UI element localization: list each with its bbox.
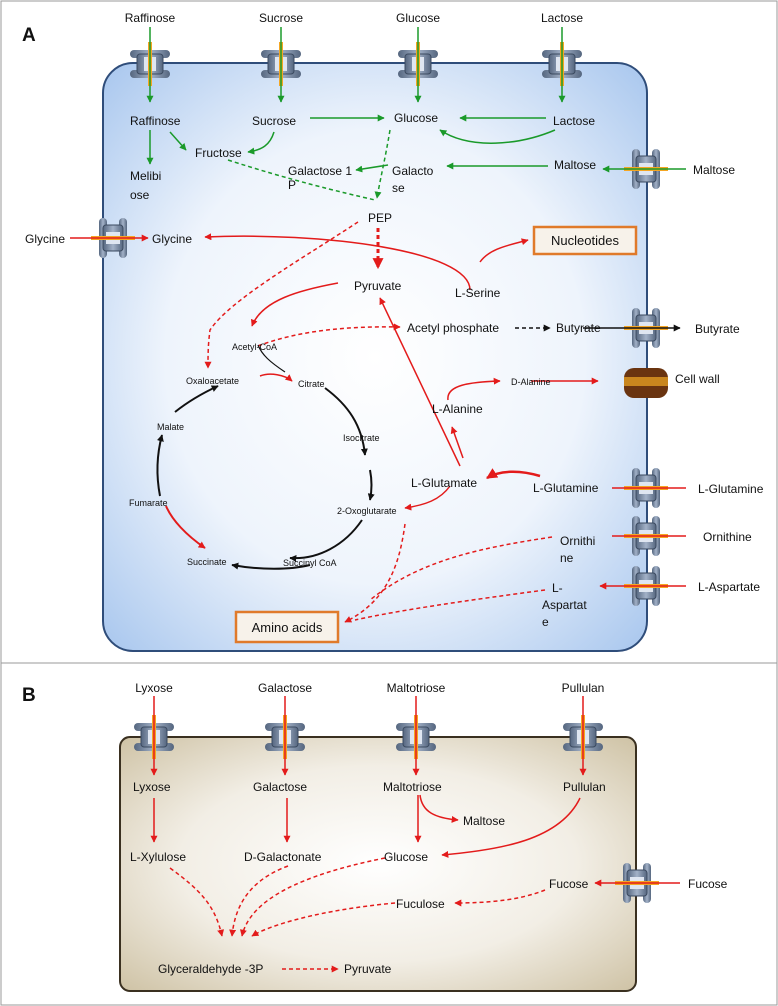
ornithine-label-1: Ornithi	[560, 534, 595, 548]
melibiose-label-2: ose	[130, 188, 150, 202]
raffinose-label: Raffinose	[130, 114, 181, 128]
maltotriose-label: Maltotriose	[383, 780, 442, 794]
pullulan-label: Pullulan	[563, 780, 606, 794]
fucose-label: Fucose	[549, 877, 589, 891]
galactose-label: Galactose	[253, 780, 307, 794]
pep-label: PEP	[368, 211, 392, 225]
malate-label: Malate	[157, 422, 184, 432]
outside-fucose: Fucose	[688, 877, 728, 891]
red-dashed-a	[204, 221, 553, 623]
outside-maltose: Maltose	[693, 163, 735, 177]
outside-glycine: Glycine	[25, 232, 65, 246]
red-reactions-b	[150, 696, 680, 887]
outside-raffinose: Raffinose	[125, 11, 176, 25]
l-alanine-label: L-Alanine	[432, 402, 483, 416]
galactose1p-label-2: P	[288, 178, 296, 192]
outside-butyrate: Butyrate	[695, 322, 740, 336]
lyxose-label: Lyxose	[133, 780, 171, 794]
oxoglutarate-label: 2-Oxoglutarate	[337, 506, 397, 516]
l-aspartate-label-2: Aspartat	[542, 598, 587, 612]
outside-l-aspartate: L-Aspartate	[698, 580, 760, 594]
cell-b-membrane	[119, 736, 637, 992]
amino-acids-box	[234, 610, 340, 644]
galactose1p-label-1: Galactose 1	[288, 164, 352, 178]
outside-galactose: Galactose	[258, 681, 312, 695]
l-aspartate-label-1: L-	[552, 581, 563, 595]
oxaloacetate-label: Oxaloacetate	[186, 376, 239, 386]
lactose-label: Lactose	[553, 114, 595, 128]
amino-acids-label: Amino acids	[252, 620, 323, 635]
succinyl-coa-label: Succinyl CoA	[283, 558, 337, 568]
nucleotides-label: Nucleotides	[551, 233, 619, 248]
glycolysis-dashed-a	[227, 129, 391, 201]
maltose-b-label: Maltose	[463, 814, 505, 828]
l-serine-label: L-Serine	[455, 286, 501, 300]
maltose-label: Maltose	[554, 158, 596, 172]
tca-cycle	[156, 344, 375, 570]
l-glutamine-label: L-Glutamine	[533, 481, 599, 495]
citrate-label: Citrate	[298, 379, 325, 389]
outside-pullulan: Pullulan	[562, 681, 605, 695]
glyceraldehyde-3p-label: Glyceraldehyde -3P	[158, 962, 263, 976]
nucleotides-box	[532, 225, 638, 256]
sucrose-label: Sucrose	[252, 114, 296, 128]
succinate-label: Succinate	[187, 557, 227, 567]
l-aspartate-label-3: e	[542, 615, 549, 629]
butyrate-label: Butyrate	[556, 321, 601, 335]
glucose-b-label: Glucose	[384, 850, 428, 864]
outside-maltotriose: Maltotriose	[387, 681, 446, 695]
l-glutamate-label: L-Glutamate	[411, 476, 477, 490]
import-arrows-a	[146, 27, 686, 173]
outside-lactose: Lactose	[541, 11, 583, 25]
outside-ornithine: Ornithine	[703, 530, 752, 544]
red-dashed-b	[169, 857, 546, 973]
outside-sucrose: Sucrose	[259, 11, 303, 25]
fumarate-label: Fumarate	[129, 498, 168, 508]
acetyl-phosphate-label: Acetyl phosphate	[407, 321, 499, 335]
pyruvate-b-label: Pyruvate	[344, 962, 392, 976]
cell-a-membrane	[102, 62, 648, 652]
glycine-label: Glycine	[152, 232, 192, 246]
red-reactions-a	[70, 233, 686, 590]
galactose-label-1: Galacto	[392, 164, 434, 178]
cell-wall-label: Cell wall	[675, 372, 720, 386]
ornithine-label-2: ne	[560, 551, 574, 565]
glucose-label: Glucose	[394, 111, 438, 125]
fuculose-label: Fuculose	[396, 897, 445, 911]
cell-wall-disk	[624, 368, 668, 398]
outside-l-glutamine: L-Glutamine	[698, 482, 764, 496]
galactose-label-2: se	[392, 181, 405, 195]
fructose-label: Fructose	[195, 146, 242, 160]
melibiose-label-1: Melibi	[130, 169, 161, 183]
tca-labels: Oxaloacetate Citrate Isocitrate 2-Oxoglu…	[129, 376, 397, 568]
acetyl-coa-label: Acetyl-CoA	[232, 342, 277, 352]
d-alanine-label: D-Alanine	[511, 377, 551, 387]
panel-b-letter: B	[22, 685, 36, 706]
outside-labels-a: Raffinose Sucrose Glucose Lactose Maltos…	[25, 11, 764, 594]
inside-labels-a: Raffinose Sucrose Glucose Lactose Fructo…	[130, 111, 720, 644]
d-galactonate-label: D-Galactonate	[244, 850, 322, 864]
outside-glucose: Glucose	[396, 11, 440, 25]
l-xylulose-label: L-Xylulose	[130, 850, 186, 864]
outside-lyxose: Lyxose	[135, 681, 173, 695]
labels-b: Lyxose Galactose Maltotriose Pullulan Fu…	[130, 681, 728, 976]
pyruvate-label: Pyruvate	[354, 279, 402, 293]
isocitrate-label: Isocitrate	[343, 433, 380, 443]
panel-a-letter: A	[22, 25, 36, 46]
